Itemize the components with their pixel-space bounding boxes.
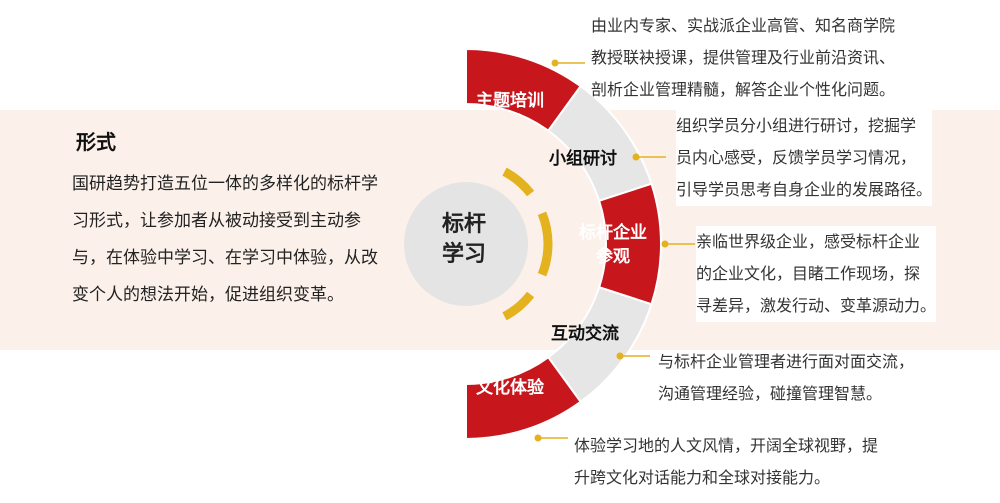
center-label: 标杆 学习	[429, 210, 499, 270]
section-title: 形式	[76, 130, 116, 154]
description-line: 教授联袂授课，提供管理及行业前沿资讯、	[591, 48, 896, 67]
segment-label-line: 互动交流	[551, 323, 619, 344]
segment-label-line: 文化体验	[476, 377, 545, 398]
segment-description-4: 体验学习地的人文风情，开阔全球视野，提升跨文化对话能力和全球对接能力。	[574, 430, 878, 494]
description-line: 员内心感受，反馈学员学习情况，	[676, 148, 917, 167]
center-circle	[404, 182, 528, 306]
segment-description-1: 组织学员分小组进行研讨，挖掘学员内心感受，反馈学员学习情况， 引导学员思考自身企业…	[676, 110, 933, 206]
gold-arc-0	[502, 167, 535, 197]
description-line: 组织学员分小组进行研讨，挖掘学	[676, 116, 917, 135]
segment-4	[465, 355, 583, 441]
description-line: 体验学习地的人文风情，开阔全球视野，提	[574, 436, 879, 455]
leader-dot-2	[661, 240, 669, 248]
description-line: 由业内专家、实战派企业高管、知名商学院	[591, 16, 896, 35]
gold-arc-2	[502, 291, 535, 321]
description-line: 的企业文化，目睹工作现场，探	[696, 264, 921, 283]
segment-label-line: 主题培训	[476, 90, 544, 111]
segment-label-0: 主题培训	[476, 90, 544, 111]
description-line: 与标杆企业管理者进行面对面交流，	[658, 352, 915, 371]
center-label-line-1: 标杆	[441, 212, 486, 237]
segment-label-line: 参观	[596, 246, 630, 267]
segment-2	[597, 182, 662, 306]
segment-description-0: 由业内专家、实战派企业高管、知名商学院教授联袂授课，提供管理及行业前沿资讯、剖析…	[591, 10, 895, 106]
leader-dot-3	[616, 352, 624, 360]
description-line: 亲临世界级企业，感受标杆企业	[696, 232, 921, 251]
description-line: 寻差异，激发行动、变革源动力。	[696, 296, 937, 315]
segment-description-2: 亲临世界级企业，感受标杆企业的企业文化，目睹工作现场，探寻差异，激发行动、变革源…	[696, 226, 937, 322]
leader-dot-0	[551, 59, 559, 67]
section-description: 国研趋势打造五位一体的多样化的标杆学习形式，让参加者从被动接受到主动参与，在体验…	[72, 174, 378, 305]
description-line: 引导学员思考自身企业的发展路径。	[676, 180, 933, 199]
description-line: 沟通管理经验，碰撞管理智慧。	[658, 384, 883, 403]
segment-label-1: 小组研讨	[549, 148, 617, 169]
segment-label-line: 小组研讨	[549, 148, 617, 169]
segment-label-2: 标杆企业参观	[579, 222, 647, 267]
leader-dot-1	[632, 153, 640, 161]
leader-dot-4	[534, 434, 542, 442]
segment-label-line: 标杆企业	[579, 222, 647, 243]
center-label-line-2: 学习	[441, 242, 486, 267]
gold-arc-1	[537, 211, 553, 277]
segment-label-3: 互动交流	[551, 323, 619, 344]
segment-label-4: 文化体验	[476, 377, 545, 398]
description-line: 剖析企业管理精髓，解答企业个性化问题。	[591, 80, 896, 99]
description-line: 升跨文化对话能力和全球对接能力。	[574, 468, 831, 487]
segment-description-3: 与标杆企业管理者进行面对面交流， 沟通管理经验，碰撞管理智慧。	[658, 346, 914, 410]
